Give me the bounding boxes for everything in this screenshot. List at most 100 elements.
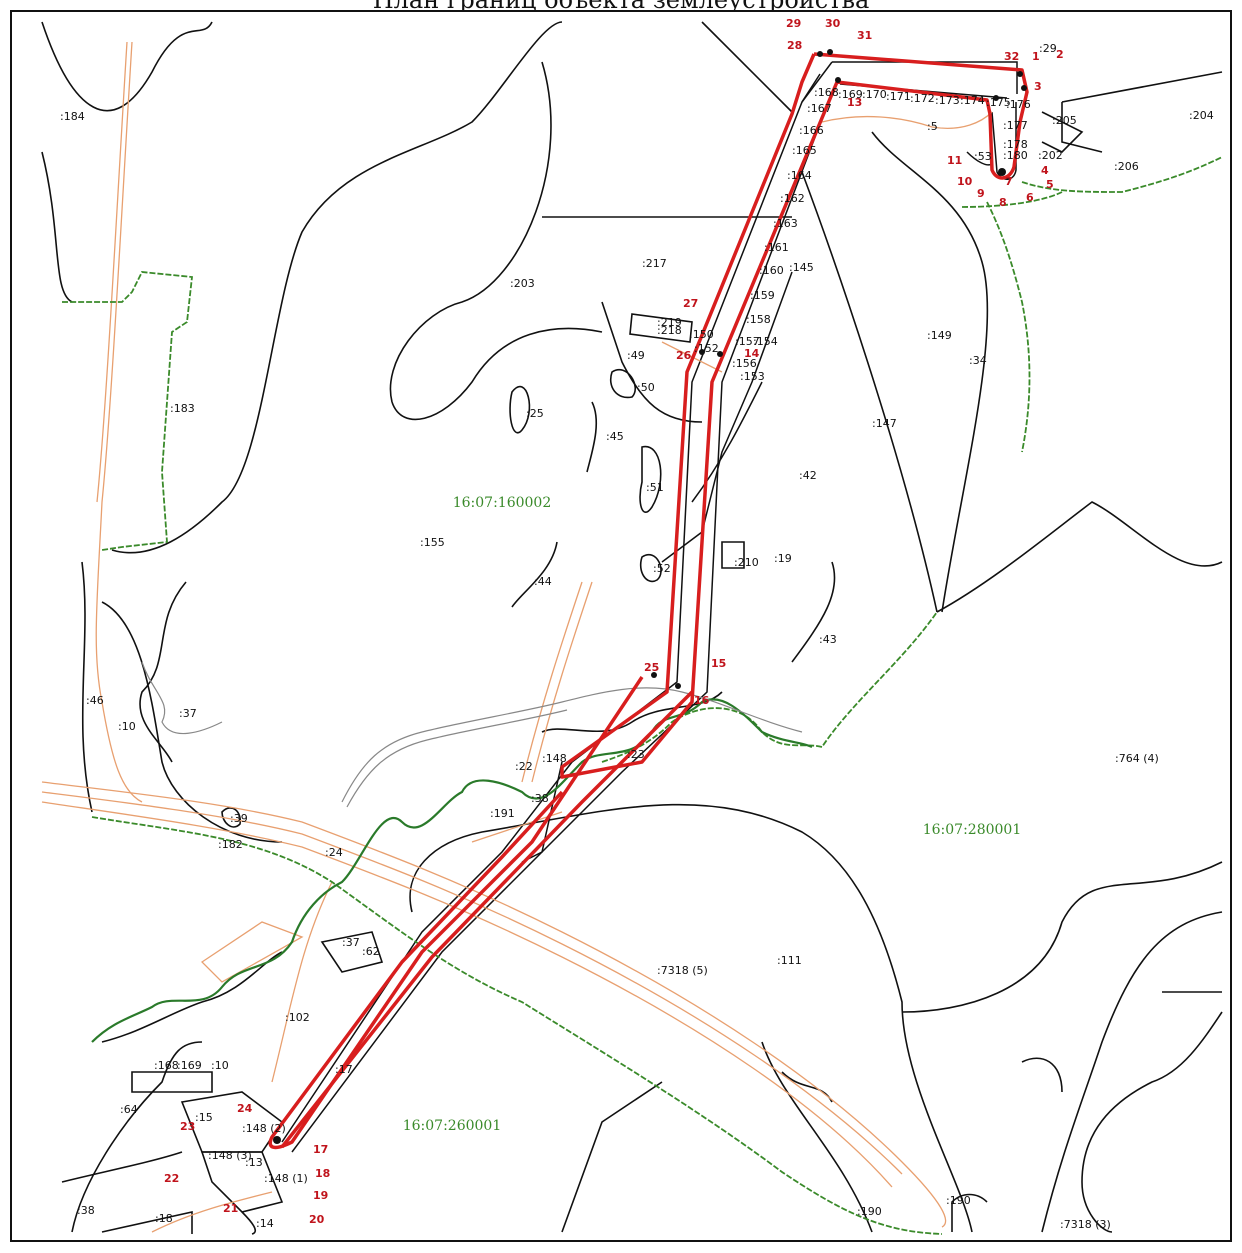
road-line xyxy=(200,921,304,983)
parcel-label: :29 xyxy=(1039,42,1057,55)
parcel-label: :145 xyxy=(789,261,814,274)
corridor-edge xyxy=(291,81,838,1153)
parcel-line xyxy=(139,581,187,763)
quarter-border xyxy=(91,816,943,1235)
parcel-label: :206 xyxy=(1114,160,1139,173)
parcel-label: :162 xyxy=(780,192,805,205)
parcel-label: :62 xyxy=(362,945,380,958)
vertex-dot xyxy=(1017,71,1023,77)
parcel-label: :38 xyxy=(531,792,549,805)
parcel-label: :14 xyxy=(256,1217,274,1230)
parcel-label: :169 xyxy=(838,88,863,101)
parcel-line xyxy=(936,501,1223,613)
parcel-label: :184 xyxy=(60,110,85,123)
parcel-label: :176 xyxy=(1006,98,1031,111)
parcel-line xyxy=(81,561,93,813)
parcel-label: :163 xyxy=(773,217,798,230)
road-line xyxy=(521,581,583,783)
parcel-label: :168 xyxy=(814,86,839,99)
boundary-point-label: 3 xyxy=(1034,80,1042,93)
parcel-label: :25 xyxy=(526,407,544,420)
quarter-border xyxy=(986,201,1031,453)
vertex-dot xyxy=(827,49,833,55)
parcel-label: :178 xyxy=(1003,138,1028,151)
quarter-label: 16:07:260001 xyxy=(403,1118,502,1134)
parcel-label: :164 xyxy=(787,169,812,182)
parcel-label: :202 xyxy=(1038,149,1063,162)
parcel-line xyxy=(101,1211,193,1234)
vertex-dot xyxy=(273,1136,281,1144)
parcel-label: :182 xyxy=(218,838,243,851)
vertex-dot xyxy=(699,349,705,355)
boundary-point-label: 19 xyxy=(313,1189,328,1202)
parcel-line xyxy=(1061,71,1223,103)
parcel-label: :42 xyxy=(799,469,817,482)
boundary-point-label: 32 xyxy=(1004,50,1019,63)
boundary-point-label: 22 xyxy=(164,1172,179,1185)
parcel-label: :7318 (5) xyxy=(657,964,708,977)
parcel-line xyxy=(111,21,563,554)
parcel-label: :165 xyxy=(792,144,817,157)
quarter-border xyxy=(1021,156,1223,193)
parcel-label: :156 xyxy=(732,357,757,370)
boundary-point-label: 8 xyxy=(999,196,1007,209)
parcel-line xyxy=(61,1151,183,1183)
parcel-label: :37 xyxy=(179,707,197,720)
parcel-label: :152 xyxy=(694,342,719,355)
boundary-point-label: 23 xyxy=(180,1120,195,1133)
road-line xyxy=(271,881,333,1083)
parcel-label: :18 xyxy=(155,1212,173,1225)
parcel-labels: :184:203:217:183:155:149:34:147:42:19:21… xyxy=(60,42,1214,1231)
grey-path xyxy=(341,687,803,803)
parcel-label: :148 (1) xyxy=(264,1172,308,1185)
road-line xyxy=(41,781,947,1228)
parcel-line xyxy=(801,171,938,613)
boundary-point-label: 27 xyxy=(683,297,698,310)
parcel-label: :148 (2) xyxy=(242,1122,286,1135)
boundary-point-label: 25 xyxy=(644,661,659,674)
boundary-point-label: 11 xyxy=(947,154,962,167)
parcel-label: :153 xyxy=(740,370,765,383)
boundary-point-label: 9 xyxy=(977,187,985,200)
parcel-label: :148 xyxy=(542,752,567,765)
parcel-label: :46 xyxy=(86,694,104,707)
parcel-label: :49 xyxy=(627,349,645,362)
corridor-edge xyxy=(691,381,763,503)
parcel-line xyxy=(200,1151,284,1213)
parcel-label: :17 xyxy=(335,1063,353,1076)
parcel-label: :219 xyxy=(657,316,682,329)
parcel-line xyxy=(241,1211,257,1235)
vertex-dot xyxy=(675,683,681,689)
parcel-label: :166 xyxy=(799,124,824,137)
parcel-label: :169 xyxy=(177,1059,202,1072)
parcel-line xyxy=(101,951,283,1043)
parcel-label: :22 xyxy=(515,760,533,773)
parcel-line xyxy=(131,1071,213,1093)
quarter-label: 16:07:160002 xyxy=(453,495,552,511)
parcel-line xyxy=(71,1041,203,1233)
parcel-line xyxy=(721,541,745,569)
parcel-label: :155 xyxy=(420,536,445,549)
parcel-label: :19 xyxy=(774,552,792,565)
parcel-label: :43 xyxy=(819,633,837,646)
parcel-line xyxy=(901,861,1223,1013)
parcel-line xyxy=(761,1041,873,1233)
parcel-line xyxy=(1021,1057,1063,1093)
parcel-label: :175 xyxy=(986,96,1011,109)
parcel-line xyxy=(41,151,73,303)
parcel-line xyxy=(391,327,603,421)
boundary-point-label: 31 xyxy=(857,29,872,42)
boundary-point-label: 29 xyxy=(786,17,801,30)
vertex-dot xyxy=(998,168,1006,176)
boundary-point-label: 16 xyxy=(694,694,710,707)
object-boundary xyxy=(268,52,1029,1150)
boundary-point-label: 28 xyxy=(787,39,802,52)
parcel-line xyxy=(221,807,242,828)
parcel-line xyxy=(791,561,836,663)
boundary-point-label: 6 xyxy=(1026,191,1034,204)
parcel-label: :44 xyxy=(534,575,552,588)
road-line xyxy=(821,111,993,129)
